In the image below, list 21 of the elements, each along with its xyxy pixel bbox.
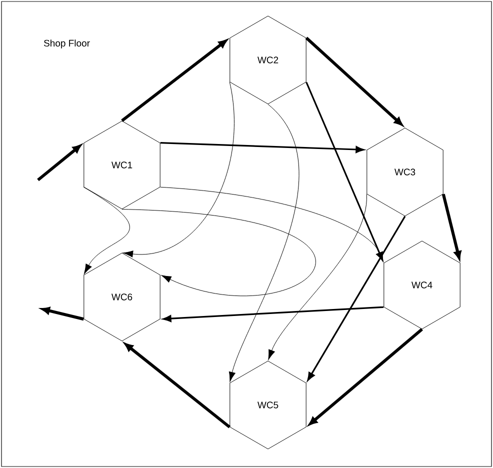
arrow xyxy=(160,142,364,153)
arrow xyxy=(308,328,423,426)
hexagon-node: WC1 xyxy=(84,120,160,210)
hexagon-node: WC3 xyxy=(366,128,444,216)
hexagon-node: WC2 xyxy=(230,16,306,104)
hexagon-node: WC4 xyxy=(384,240,460,330)
arrow xyxy=(268,194,367,360)
arrow xyxy=(307,216,406,381)
arrow xyxy=(124,343,231,428)
hexagon-node: WC5 xyxy=(230,360,306,450)
arrow xyxy=(121,40,227,122)
arrow xyxy=(122,209,316,296)
arrow xyxy=(122,82,234,258)
arrow xyxy=(305,36,403,126)
arrow xyxy=(162,306,384,322)
arrow xyxy=(228,104,300,382)
area-label: Shop Floor xyxy=(44,40,90,48)
arrow xyxy=(160,186,384,262)
hexagon-node: WC6 xyxy=(84,252,160,342)
arrow xyxy=(37,144,82,182)
arrow xyxy=(83,186,130,274)
